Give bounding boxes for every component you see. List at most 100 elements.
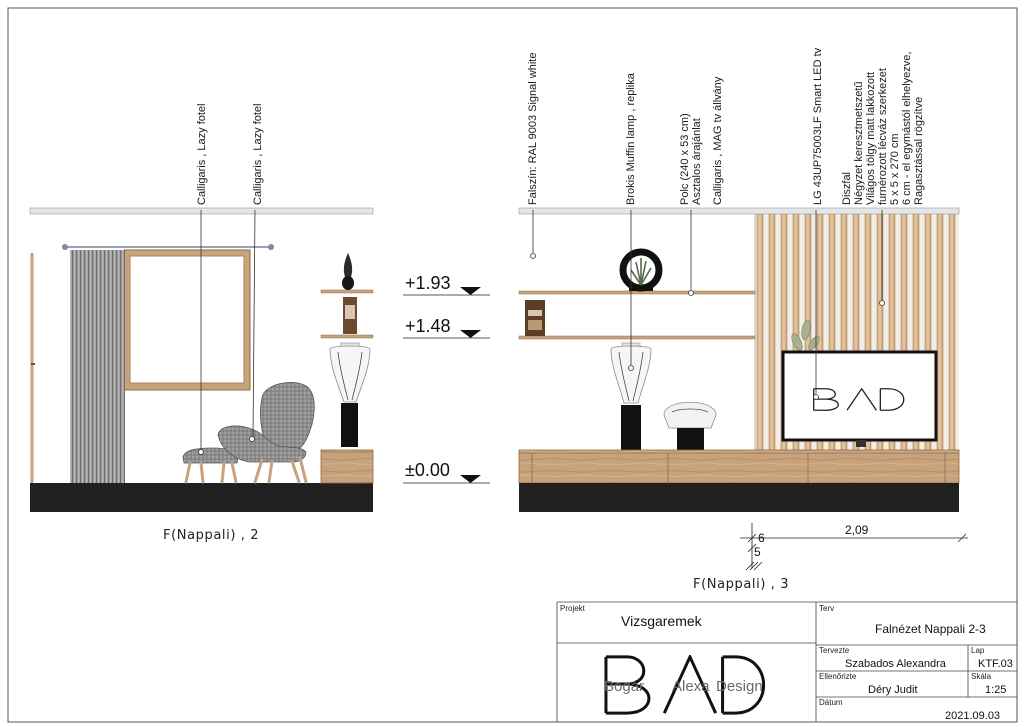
tv-foot <box>856 440 866 447</box>
right-elevation: Falszín: RAL 9003 Signal white Brokis Mu… <box>518 47 968 592</box>
shelf-upper <box>518 290 756 295</box>
muffin-lamp <box>610 342 652 450</box>
sheet-frame <box>7 7 1018 723</box>
dimension-hatch <box>745 561 755 571</box>
leader-marker <box>688 290 694 296</box>
left-elevation: Calligaris , Lazy fotel Calligaris , Laz… <box>29 104 374 543</box>
label-slat-wall-line4: furnérozott lécváz szerkezet <box>877 68 889 205</box>
slat <box>768 213 776 451</box>
armchair-seat <box>217 425 307 463</box>
table-lamp-base <box>677 428 704 450</box>
level-lower-shelf: +1.48 <box>405 316 451 336</box>
left-shelf-upper <box>320 289 374 294</box>
logo-tagline-word: Bogár <box>604 678 644 695</box>
curtain <box>70 250 125 483</box>
date-label: Dátum <box>819 698 843 707</box>
leader-marker <box>628 365 634 371</box>
tv-stand <box>518 449 960 484</box>
slat <box>756 213 764 451</box>
right-view-caption: F(Nappali) , 3 <box>693 577 789 592</box>
tv <box>781 350 938 447</box>
book-cover-detail <box>528 320 542 330</box>
armchair-leg <box>298 456 308 484</box>
dimension-tick <box>747 543 757 553</box>
footstool-leg <box>220 461 226 484</box>
plant-leaf <box>791 333 803 351</box>
label-slat-wall-line2: Négyzet keresztmetszetű <box>853 82 865 206</box>
lamp-glass-rib <box>337 351 363 401</box>
lazy-footstool <box>182 447 239 484</box>
ring-planter-base <box>629 286 653 291</box>
project-label: Projekt <box>560 604 586 613</box>
ring-planter-plant <box>630 258 652 286</box>
dimension-hatch <box>753 561 763 571</box>
leader-armchair <box>252 209 256 437</box>
leader-marker <box>879 300 885 306</box>
level-triangle <box>460 287 481 295</box>
armchair-leg <box>290 459 301 484</box>
table-lamp <box>663 401 717 450</box>
shelf-lower <box>518 335 756 340</box>
level-upper-shelf: +1.93 <box>405 273 451 293</box>
label-slat-wall-line5: 5 x 5 x 270 cm <box>889 133 901 205</box>
label-wall-color: Falszín: RAL 9003 Signal white <box>527 53 539 205</box>
left-shelf-lower <box>320 334 374 339</box>
label-shelf-line1: Polc (240 x 53 cm) <box>679 113 691 205</box>
label-slat-wall-line1: Diszfal <box>841 172 853 205</box>
right-ceiling-band <box>518 207 960 215</box>
table-lamp-shade <box>663 401 717 429</box>
plant-vase <box>342 276 354 290</box>
designer-name: Szabados Alexandra <box>845 658 947 670</box>
plant-leaves <box>343 253 353 283</box>
ring-planter <box>619 248 663 292</box>
book <box>525 300 545 336</box>
dimension-upper: 6 <box>758 531 765 545</box>
dimension-lower: 5 <box>754 545 761 559</box>
left-floor <box>30 483 373 512</box>
armchair-leg <box>253 458 264 484</box>
plan-name: Falnézet Nappali 2-3 <box>875 622 986 636</box>
dimension-slat-wall-width: 2,09 <box>845 523 869 537</box>
designer-label: Tervezte <box>819 646 850 655</box>
label-footstool: Calligaris , Lazy fotel <box>196 104 208 206</box>
right-floor <box>519 483 959 512</box>
book-cover-detail <box>345 305 355 319</box>
lamp-glass-rib <box>618 351 644 402</box>
slat <box>948 213 956 451</box>
dimension-tick <box>957 533 967 543</box>
curtain-rod-end <box>268 244 274 250</box>
lazy-armchair <box>217 382 315 484</box>
left-view-caption: F(Nappali) , 2 <box>163 528 259 543</box>
leader-marker <box>813 394 819 400</box>
sheet-number: KTF.03 <box>978 658 1013 670</box>
label-lamp: Brokis Muffin lamp , replika <box>625 72 637 205</box>
label-slat-wall-line6: 6 cm - el egymástól elhelyezve, <box>901 52 913 205</box>
plan-label: Terv <box>819 604 834 613</box>
dimension-lines <box>740 523 968 571</box>
left-ceiling-band <box>29 207 374 215</box>
muffin-lamp-left <box>329 342 371 447</box>
leader-marker <box>530 253 536 259</box>
plant-leaf <box>801 319 811 341</box>
label-slat-wall-line7: Ragasztással rögzítve <box>913 97 925 205</box>
label-slat-wall-line3: Világos tölgy matt lakkozott <box>865 72 877 205</box>
checker-name: Déry Judit <box>868 684 918 696</box>
date-value: 2021.09.03 <box>945 710 1000 722</box>
label-tv: LG 43UP75003LF Smart LED tv <box>812 47 824 205</box>
level-triangle <box>460 475 481 483</box>
footstool-leg <box>230 461 238 484</box>
window-glass <box>129 255 245 384</box>
leader-marker <box>198 449 204 455</box>
label-armchair: Calligaris , Lazy fotel <box>252 104 264 206</box>
leader-marker <box>249 436 255 442</box>
lamp-base <box>621 405 641 450</box>
slat <box>936 213 944 451</box>
scale-label: Skála <box>971 672 992 681</box>
table-lamp-rib <box>671 408 709 413</box>
scale-value: 1:25 <box>985 684 1006 696</box>
label-tv-stand: Calligaris , MAG tv állvány <box>712 76 724 205</box>
logo-tagline-word: Alexa <box>672 678 710 695</box>
left-cabinet <box>320 449 374 484</box>
footstool-leg <box>184 461 192 484</box>
